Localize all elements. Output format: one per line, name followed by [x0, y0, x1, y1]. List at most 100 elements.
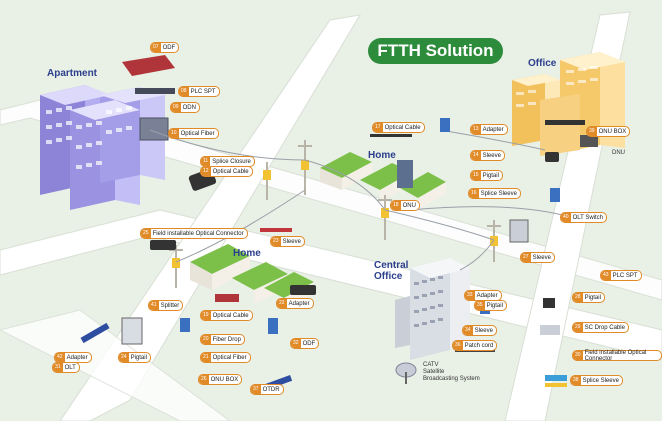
component-tag-text: OLT Switch [572, 214, 604, 221]
component-tag-text: Adapter [476, 292, 498, 299]
home-label-bottom: Home [233, 248, 261, 259]
component-tag-text: Sleeve [482, 152, 501, 159]
component-tag-number: 39 [587, 127, 597, 136]
component-tag-number: 08 [179, 87, 189, 96]
home-label-top: Home [368, 150, 396, 161]
apartment-label: Apartment [47, 68, 98, 79]
component-tag-number: 14 [471, 151, 481, 160]
component-tag-text: Sleeve [474, 327, 493, 334]
component-tag-number: 16 [469, 189, 479, 198]
central-office-label: Central Office [374, 260, 409, 282]
component-tag-text: OTDR [262, 386, 280, 393]
component-tag-number: 10 [169, 129, 179, 138]
component-tag-text: Splitter [160, 302, 180, 309]
top-homes [320, 152, 446, 210]
component-tag-number: 22 [277, 299, 287, 308]
component-tag-text: Field installable Optical Connector [584, 349, 647, 362]
component-tag-number: 18 [391, 201, 401, 210]
component-tag-number: 28 [573, 293, 583, 302]
pole-closures [172, 160, 498, 268]
component-tag-text: Pigtail [486, 302, 503, 309]
component-tag-number: 42 [55, 353, 65, 362]
component-tag-text: OLT [64, 364, 76, 371]
component-tag-number: 11 [201, 157, 211, 166]
component-tag-text: Optical Cable [212, 168, 249, 175]
component-tag-number: 26 [199, 375, 209, 384]
component-tag-number: 43 [601, 271, 611, 280]
component-tag-text: Pigtail [482, 172, 499, 179]
component-tag-text: SC Drop Cable [584, 324, 625, 331]
component-tag-number: 13 [471, 125, 481, 134]
component-tag-number: 27 [521, 253, 531, 262]
component-tag-text: Adapter [482, 126, 504, 133]
component-tag-text: Field installable Optical Connector [152, 230, 244, 237]
component-tag-number: 35 [475, 301, 485, 310]
component-tag-text: Pigtail [584, 294, 601, 301]
component-tag-text: Optical Fiber [180, 130, 215, 137]
satellite-dish-icon [395, 362, 417, 384]
component-tag-text: Patch cord [464, 342, 494, 349]
diagram-title: FTTH Solution [368, 38, 503, 64]
component-tag-text: Pigtail [130, 354, 147, 361]
component-tag-number: 38 [571, 376, 581, 385]
component-tag-number: 17 [373, 123, 383, 132]
component-tag-text: Splice Closure [212, 158, 251, 165]
component-tag-number: 07 [151, 43, 161, 52]
component-tag-text: Splice Sleeve [582, 377, 619, 384]
component-tag-text: ODF [162, 44, 176, 51]
component-tag-text: Optical Fiber [212, 354, 247, 361]
component-tag-text: Splice Sleeve [480, 190, 517, 197]
component-tag-text: ODN [182, 104, 196, 111]
component-tag-text: Fiber Drop [212, 336, 241, 343]
catv-label: CATV Satellite Broadcasting System [423, 362, 480, 382]
component-tag-text: PLC SPT [612, 272, 638, 279]
component-tag-number: 37 [251, 385, 261, 394]
apartment-windows [46, 106, 132, 169]
component-tag-text: Sleeve [282, 238, 301, 245]
component-tag-number: 29 [573, 323, 583, 332]
component-tag-number: 36 [453, 341, 463, 350]
component-tag-number: 20 [201, 335, 211, 344]
component-tag-number: 09 [171, 103, 181, 112]
component-tag-number: 31 [53, 363, 63, 372]
component-tag-text: ONU BOX [210, 376, 239, 383]
dnu-label: DNU [612, 150, 625, 156]
component-tag-number: 41 [149, 301, 159, 310]
component-tag-number: 15 [471, 171, 481, 180]
component-tag-number: 21 [201, 353, 211, 362]
component-tag-number: 34 [463, 326, 473, 335]
component-tag-text: Adapter [66, 354, 88, 361]
